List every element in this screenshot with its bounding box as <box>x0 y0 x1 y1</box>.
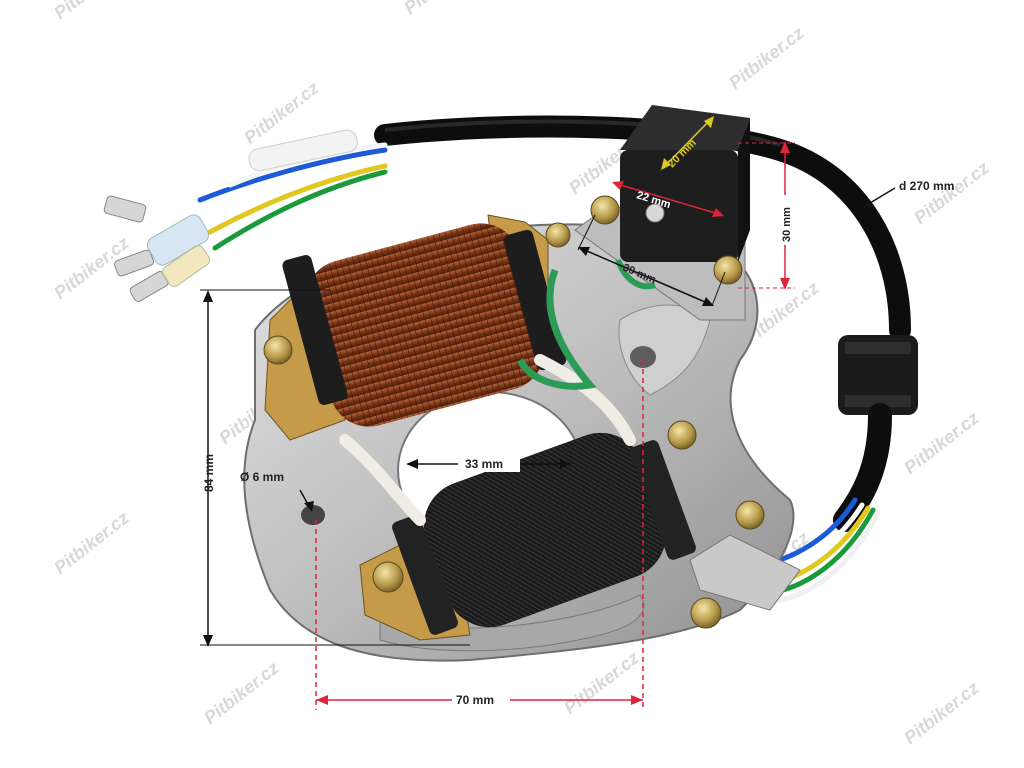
watermark: Pitbiker.cz <box>200 658 282 729</box>
height-label: 84 mm <box>202 454 216 492</box>
dimension-height: 84 mm <box>200 289 470 647</box>
dimension-pickup-height: 30 mm <box>738 141 795 290</box>
screws <box>263 195 765 629</box>
watermark: Pitbiker.cz <box>50 0 132 23</box>
dimension-bore: 33 mm <box>406 454 572 472</box>
hole-diameter-label: Ø 6 mm <box>240 470 284 484</box>
cable-length-label: d 270 mm <box>899 179 954 193</box>
watermark: Pitbiker.cz <box>50 508 132 579</box>
wiring-harness <box>103 115 918 603</box>
watermark: Pitbiker.cz <box>725 23 807 94</box>
screw-icon <box>713 255 743 285</box>
wire-connectors <box>103 195 211 302</box>
screw-icon <box>545 222 571 248</box>
dimension-hole: Ø 6 mm <box>240 470 314 512</box>
bore-label: 33 mm <box>465 457 503 471</box>
mount-hole <box>630 346 656 368</box>
screw-icon <box>590 195 620 225</box>
dimension-width: 70 mm <box>315 360 644 710</box>
dimension-cable: d 270 mm <box>861 179 954 209</box>
watermark: Pitbiker.cz <box>560 648 642 719</box>
watermark: Pitbiker.cz <box>400 0 482 18</box>
mount-hole-6mm <box>301 505 325 525</box>
cable-clamp <box>689 534 801 611</box>
screw-icon <box>690 597 722 629</box>
pickup-height-label: 30 mm <box>781 207 793 242</box>
black-coil <box>339 258 696 641</box>
screw-icon <box>667 420 697 450</box>
watermark: Pitbiker.cz <box>900 408 982 479</box>
screw-icon <box>263 335 293 365</box>
width-label: 70 mm <box>456 693 494 707</box>
watermark: Pitbiker.cz <box>900 678 982 749</box>
screw-icon <box>735 500 765 530</box>
screw-icon <box>372 561 404 593</box>
pickup-sensor <box>574 105 750 321</box>
dimension-annotations: 84 mm 33 mm Ø 6 mm 70 mm <box>200 116 954 710</box>
